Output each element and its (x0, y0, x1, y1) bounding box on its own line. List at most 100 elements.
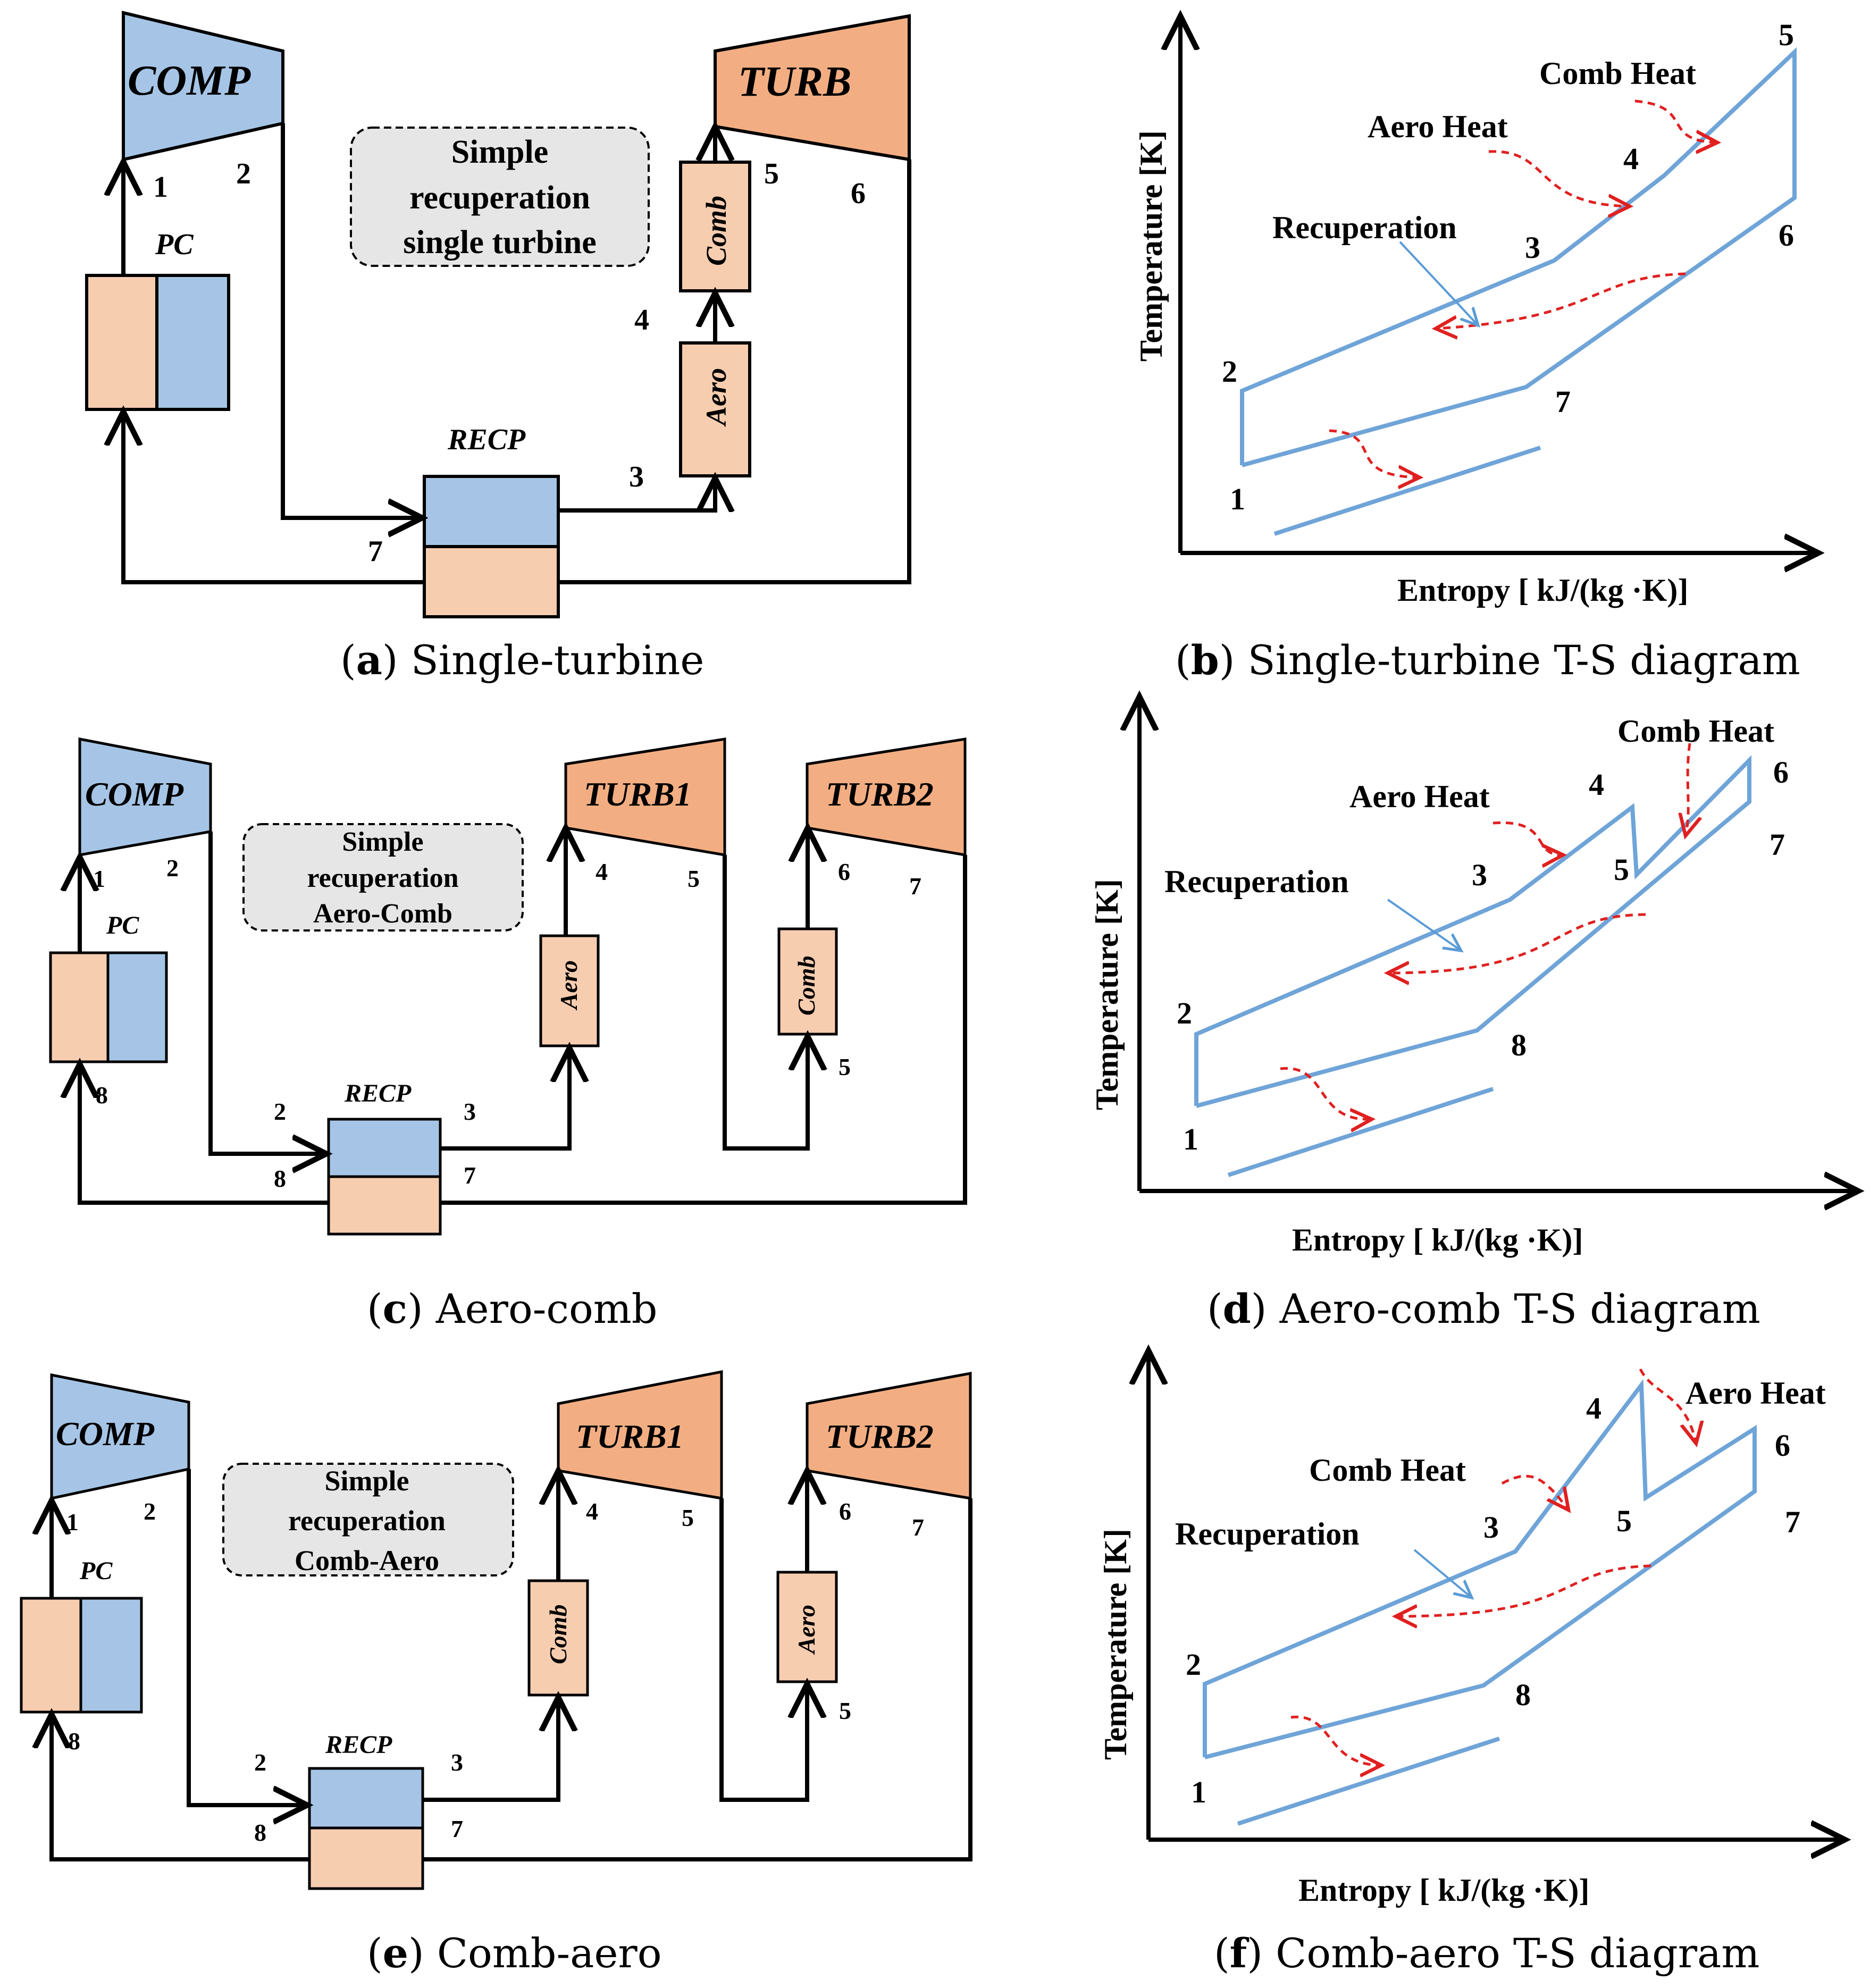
ts-state-8: 8 (1511, 1028, 1527, 1062)
recuperator-orange (423, 545, 560, 618)
ts-state-6: 6 (1775, 1428, 1790, 1463)
ts-state-3: 3 (1525, 230, 1540, 265)
state-3: 3 (629, 460, 644, 493)
recuperation-pointer (1399, 241, 1478, 325)
aero-heat-arrow (1488, 150, 1630, 206)
state-2-top: 2 (166, 854, 179, 882)
note-box (242, 823, 524, 932)
aero-label: Aero (700, 368, 732, 427)
low-pressure-line (1227, 1087, 1494, 1177)
note-line-3: Comb-Aero (295, 1545, 439, 1576)
pipe-recp-to-pc (80, 1064, 329, 1205)
aero-heat-arrow (1639, 1368, 1696, 1444)
caption-c: (c) Aero-comb (367, 1285, 657, 1332)
pipe-turb2-to-recp (440, 855, 967, 1205)
panel-d-ts-diagram: Temperature [K] Entropy [ kJ/(kg ·K)] Co… (1089, 697, 1858, 1332)
note-box (350, 127, 650, 267)
note-line-1: Simple (451, 134, 549, 170)
heat-rejection-arrow (1280, 1067, 1372, 1119)
precooler-pc-blue (79, 1597, 143, 1714)
caption-a: (a) Single-turbine (340, 636, 704, 684)
state-1: 1 (153, 171, 168, 204)
note-line-3: Aero-Comb (313, 899, 452, 929)
ts-state-5: 5 (1779, 18, 1794, 52)
state-4: 4 (596, 858, 608, 885)
pipe-comp-to-recp (281, 123, 422, 518)
ts-state-1: 1 (1183, 1122, 1198, 1156)
note-line-1: Simple (324, 1465, 409, 1497)
panel-c-aero-comb-schematic: COMP TURB1 TURB2 PC RECP Aero Comb Simpl… (49, 737, 967, 1332)
state-8-pc: 8 (96, 1081, 108, 1109)
note-line-1: Simple (342, 827, 423, 857)
ts-state-7: 7 (1785, 1505, 1800, 1539)
comb-heat-arrow (1685, 743, 1690, 836)
state-8-recp: 8 (274, 1165, 286, 1192)
annot-recuperation: Recuperation (1175, 1516, 1360, 1551)
state-5-top: 5 (682, 1504, 694, 1531)
y-axis-label: Temperature [K] (1098, 1529, 1133, 1760)
note-line-2: recuperation (307, 863, 459, 893)
annot-comb-heat: Comb Heat (1617, 714, 1774, 749)
comp-label: COMP (128, 57, 251, 104)
pipe-turb2-to-recp (423, 1498, 972, 1861)
ts-state-5: 5 (1616, 1504, 1632, 1538)
state-7: 7 (368, 535, 383, 568)
ts-state-4: 4 (1586, 1391, 1601, 1425)
state-1: 1 (66, 1508, 79, 1536)
cycle-path (1203, 1379, 1757, 1759)
heater-2-aero (776, 1571, 838, 1683)
annot-recuperation: Recuperation (1164, 864, 1349, 899)
cycle-path (1240, 47, 1797, 467)
state-6: 6 (839, 1498, 851, 1525)
ts-state-6: 6 (1773, 755, 1789, 790)
state-2-recp: 2 (254, 1749, 266, 1776)
x-axis-label: Entropy [ kJ/(kg ·K)] (1292, 1222, 1583, 1257)
turb2-label: TURB2 (826, 775, 934, 813)
state-2-recp: 2 (274, 1098, 286, 1125)
panel-b-ts-diagram: Temperature [K] Entropy [ kJ/(kg ·K)] Co… (1134, 16, 1818, 684)
heat-rejection-arrow (1329, 429, 1420, 477)
precooler-pc-orange (85, 274, 158, 411)
precooler-pc-orange (20, 1597, 82, 1714)
y-axis-label: Temperature [K] (1089, 879, 1125, 1110)
ts-state-2: 2 (1222, 354, 1237, 389)
state-1: 1 (93, 865, 105, 892)
x-axis-label: Entropy [ kJ/(kg ·K)] (1298, 1873, 1589, 1908)
state-6: 6 (838, 858, 850, 885)
comp-label: COMP (85, 775, 184, 813)
pc-label: PC (79, 1557, 113, 1585)
state-7-recp: 7 (451, 1815, 463, 1842)
ts-state-3: 3 (1483, 1510, 1499, 1545)
pipe-turb1-to-heater2 (723, 855, 808, 1151)
note-box (222, 1463, 514, 1576)
comb-heat-arrow (1634, 99, 1717, 142)
annot-aero-heat: Aero Heat (1685, 1375, 1826, 1411)
ts-state-2: 2 (1177, 996, 1192, 1030)
recp-label: RECP (325, 1731, 392, 1759)
state-5: 5 (764, 157, 779, 190)
ts-state-4: 4 (1623, 141, 1639, 176)
caption-b: (b) Single-turbine T-S diagram (1175, 636, 1800, 684)
comb-heat-arrow (1501, 1474, 1569, 1510)
recp-label: RECP (447, 423, 526, 456)
note-line-3: single turbine (403, 224, 596, 261)
recuperator-blue (327, 1118, 442, 1178)
pipe-recp-to-aero (558, 478, 715, 513)
ts-state-7: 7 (1770, 827, 1785, 862)
precooler-pc-blue (106, 951, 168, 1063)
heater-2-label: Comb (793, 956, 820, 1016)
comp-label: COMP (56, 1415, 155, 1453)
pc-label: PC (106, 911, 139, 940)
caption-f: (f) Comb-aero T-S diagram (1214, 1930, 1759, 1977)
heat-rejection-arrow (1290, 1715, 1381, 1765)
pipe-recp-to-pc (52, 1714, 309, 1861)
pipe-comp-to-recp (208, 832, 326, 1154)
panel-a-single-turbine-schematic: COMP TURB PC RECP Comb Aero Simple recup… (85, 11, 911, 684)
cycle-path (1194, 755, 1751, 1108)
annot-recuperation: Recuperation (1272, 210, 1457, 245)
recp-label: RECP (344, 1079, 412, 1108)
heater-1-aero (539, 934, 600, 1047)
panel-f-ts-diagram: Temperature [K] Entropy [ kJ/(kg ·K)] Ae… (1098, 1351, 1845, 1977)
panel-e-comb-aero-schematic: COMP TURB1 TURB2 PC RECP Comb Aero Simpl… (20, 1370, 972, 1977)
